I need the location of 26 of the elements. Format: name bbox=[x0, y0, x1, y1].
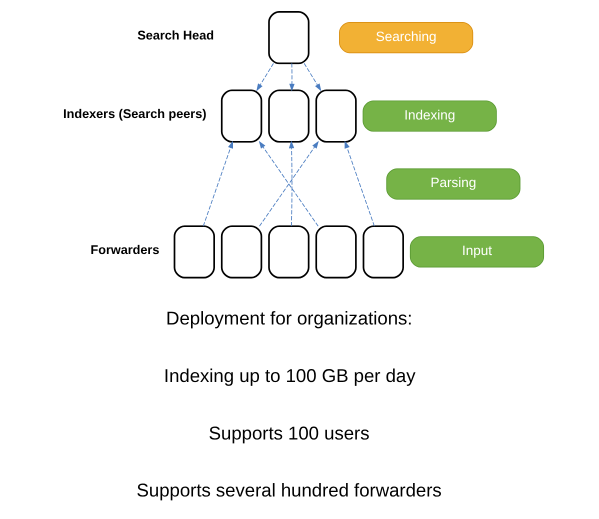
node-box bbox=[314, 90, 356, 143]
node-box bbox=[268, 225, 309, 278]
node-box bbox=[268, 90, 309, 143]
label: Supports several hundred forwarders bbox=[136, 480, 442, 501]
node-box: Searching bbox=[338, 22, 473, 54]
arrow bbox=[202, 140, 232, 227]
node-box bbox=[220, 90, 262, 143]
node-box: Indexing bbox=[362, 100, 496, 132]
arrow bbox=[303, 62, 321, 92]
node-box bbox=[268, 11, 309, 64]
node-box bbox=[314, 225, 356, 278]
node-box bbox=[220, 225, 262, 278]
arrow bbox=[344, 140, 374, 227]
label: Indexers (Search peers) bbox=[62, 107, 206, 122]
arrow bbox=[288, 140, 294, 227]
label: Forwarders bbox=[90, 243, 159, 258]
node-box bbox=[173, 225, 214, 278]
label: Indexing up to 100 GB per day bbox=[163, 364, 416, 386]
arrow bbox=[288, 62, 294, 92]
node-box: Input bbox=[409, 236, 544, 268]
arrow bbox=[256, 62, 274, 92]
node-box bbox=[362, 225, 404, 278]
label: Supports 100 users bbox=[208, 422, 370, 444]
node-box: Parsing bbox=[386, 168, 520, 200]
label: Search Head bbox=[136, 28, 214, 43]
label: Deployment for organizations: bbox=[166, 308, 412, 329]
